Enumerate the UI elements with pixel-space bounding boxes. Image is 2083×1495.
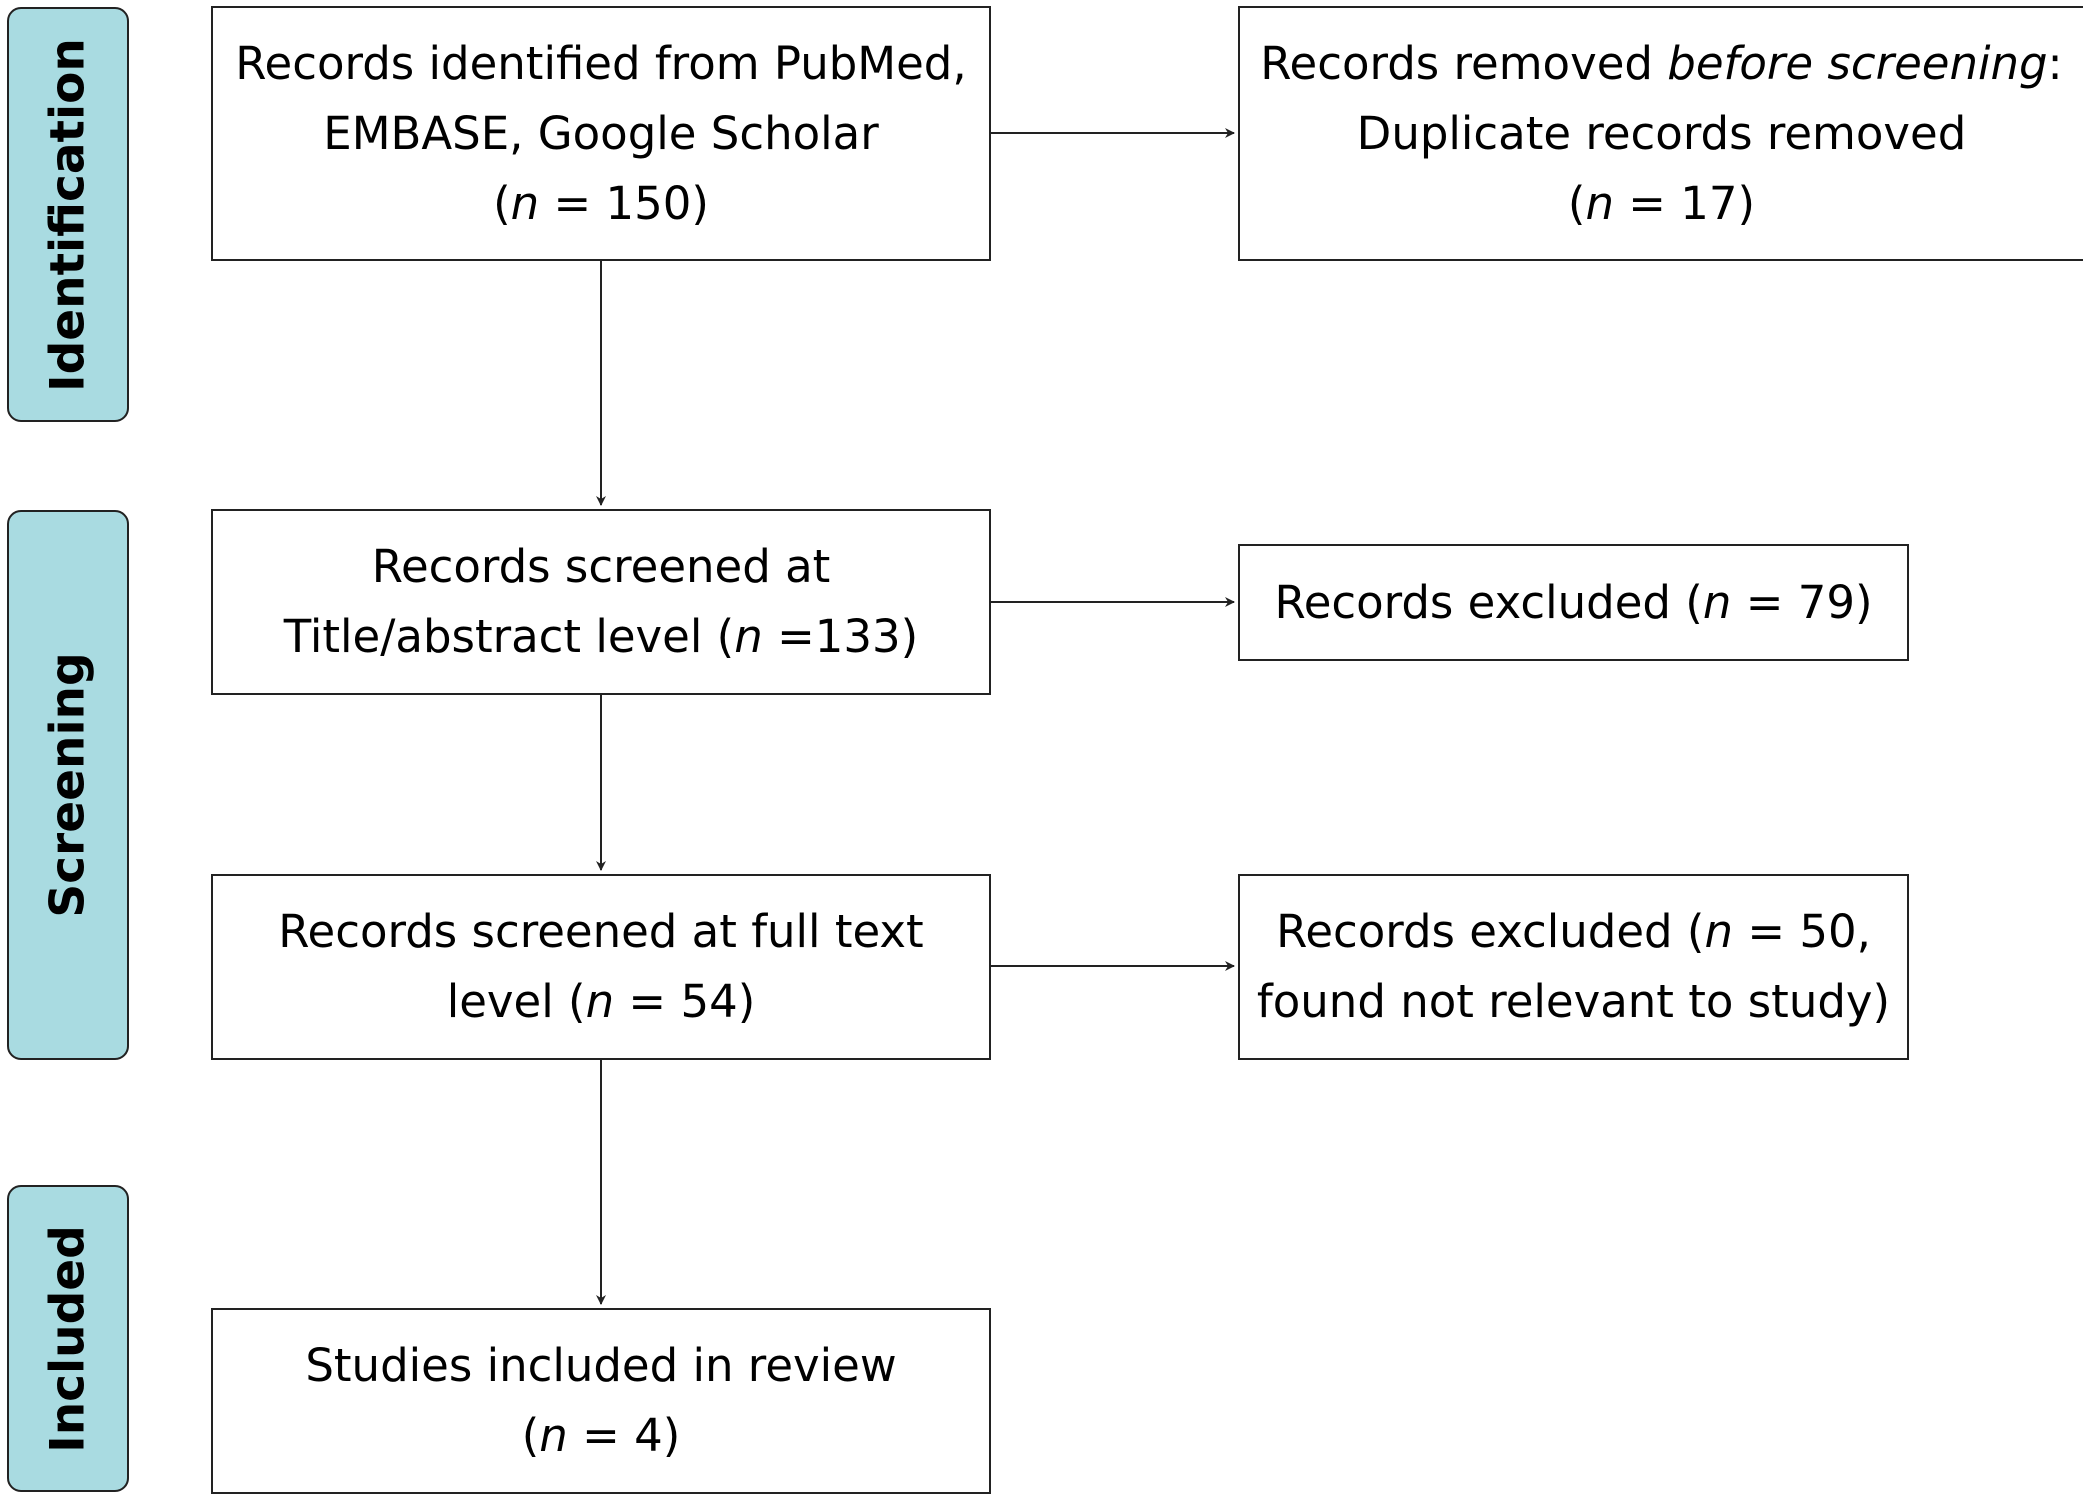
records-excluded-title-box: Records excluded (n = 79) bbox=[1238, 544, 1909, 661]
phase-identification: Identification bbox=[7, 7, 129, 422]
records-screened-title-line1: Records screened at bbox=[371, 540, 831, 593]
records-removed-count: (n = 17) bbox=[1567, 176, 1756, 230]
records-screened-full-line1: Records screened at full text bbox=[278, 905, 924, 958]
records-screened-full-box: Records screened at full text level (n =… bbox=[211, 874, 991, 1060]
records-identified-line2: EMBASE, Google Scholar bbox=[323, 106, 879, 160]
studies-included-count: (n = 4) bbox=[521, 1409, 681, 1462]
records-screened-title-line2: Title/abstract level (n =133) bbox=[283, 610, 919, 663]
records-identified-count: (n = 150) bbox=[493, 176, 709, 230]
records-removed-line2: Duplicate records removed bbox=[1356, 106, 1967, 160]
records-screened-full-line2: level (n = 54) bbox=[446, 975, 756, 1028]
records-excluded-full-line2: found not relevant to study) bbox=[1256, 975, 1891, 1028]
records-excluded-title-text: Records excluded (n = 79) bbox=[1274, 575, 1873, 629]
studies-included-box: Studies included in review (n = 4) bbox=[211, 1308, 991, 1494]
records-removed-box: Records removed before screening: Duplic… bbox=[1238, 6, 2083, 261]
records-removed-line1: Records removed before screening: bbox=[1260, 36, 2063, 90]
phase-included: Included bbox=[7, 1185, 129, 1492]
phase-screening: Screening bbox=[7, 510, 129, 1060]
studies-included-line1: Studies included in review bbox=[305, 1339, 897, 1392]
records-screened-title-box: Records screened at Title/abstract level… bbox=[211, 509, 991, 695]
records-excluded-full-line1: Records excluded (n = 50, bbox=[1276, 905, 1871, 958]
records-identified-line1: Records identified from PubMed, bbox=[235, 36, 967, 90]
records-identified-box: Records identified from PubMed, EMBASE, … bbox=[211, 6, 991, 261]
records-excluded-full-box: Records excluded (n = 50, found not rele… bbox=[1238, 874, 1909, 1060]
